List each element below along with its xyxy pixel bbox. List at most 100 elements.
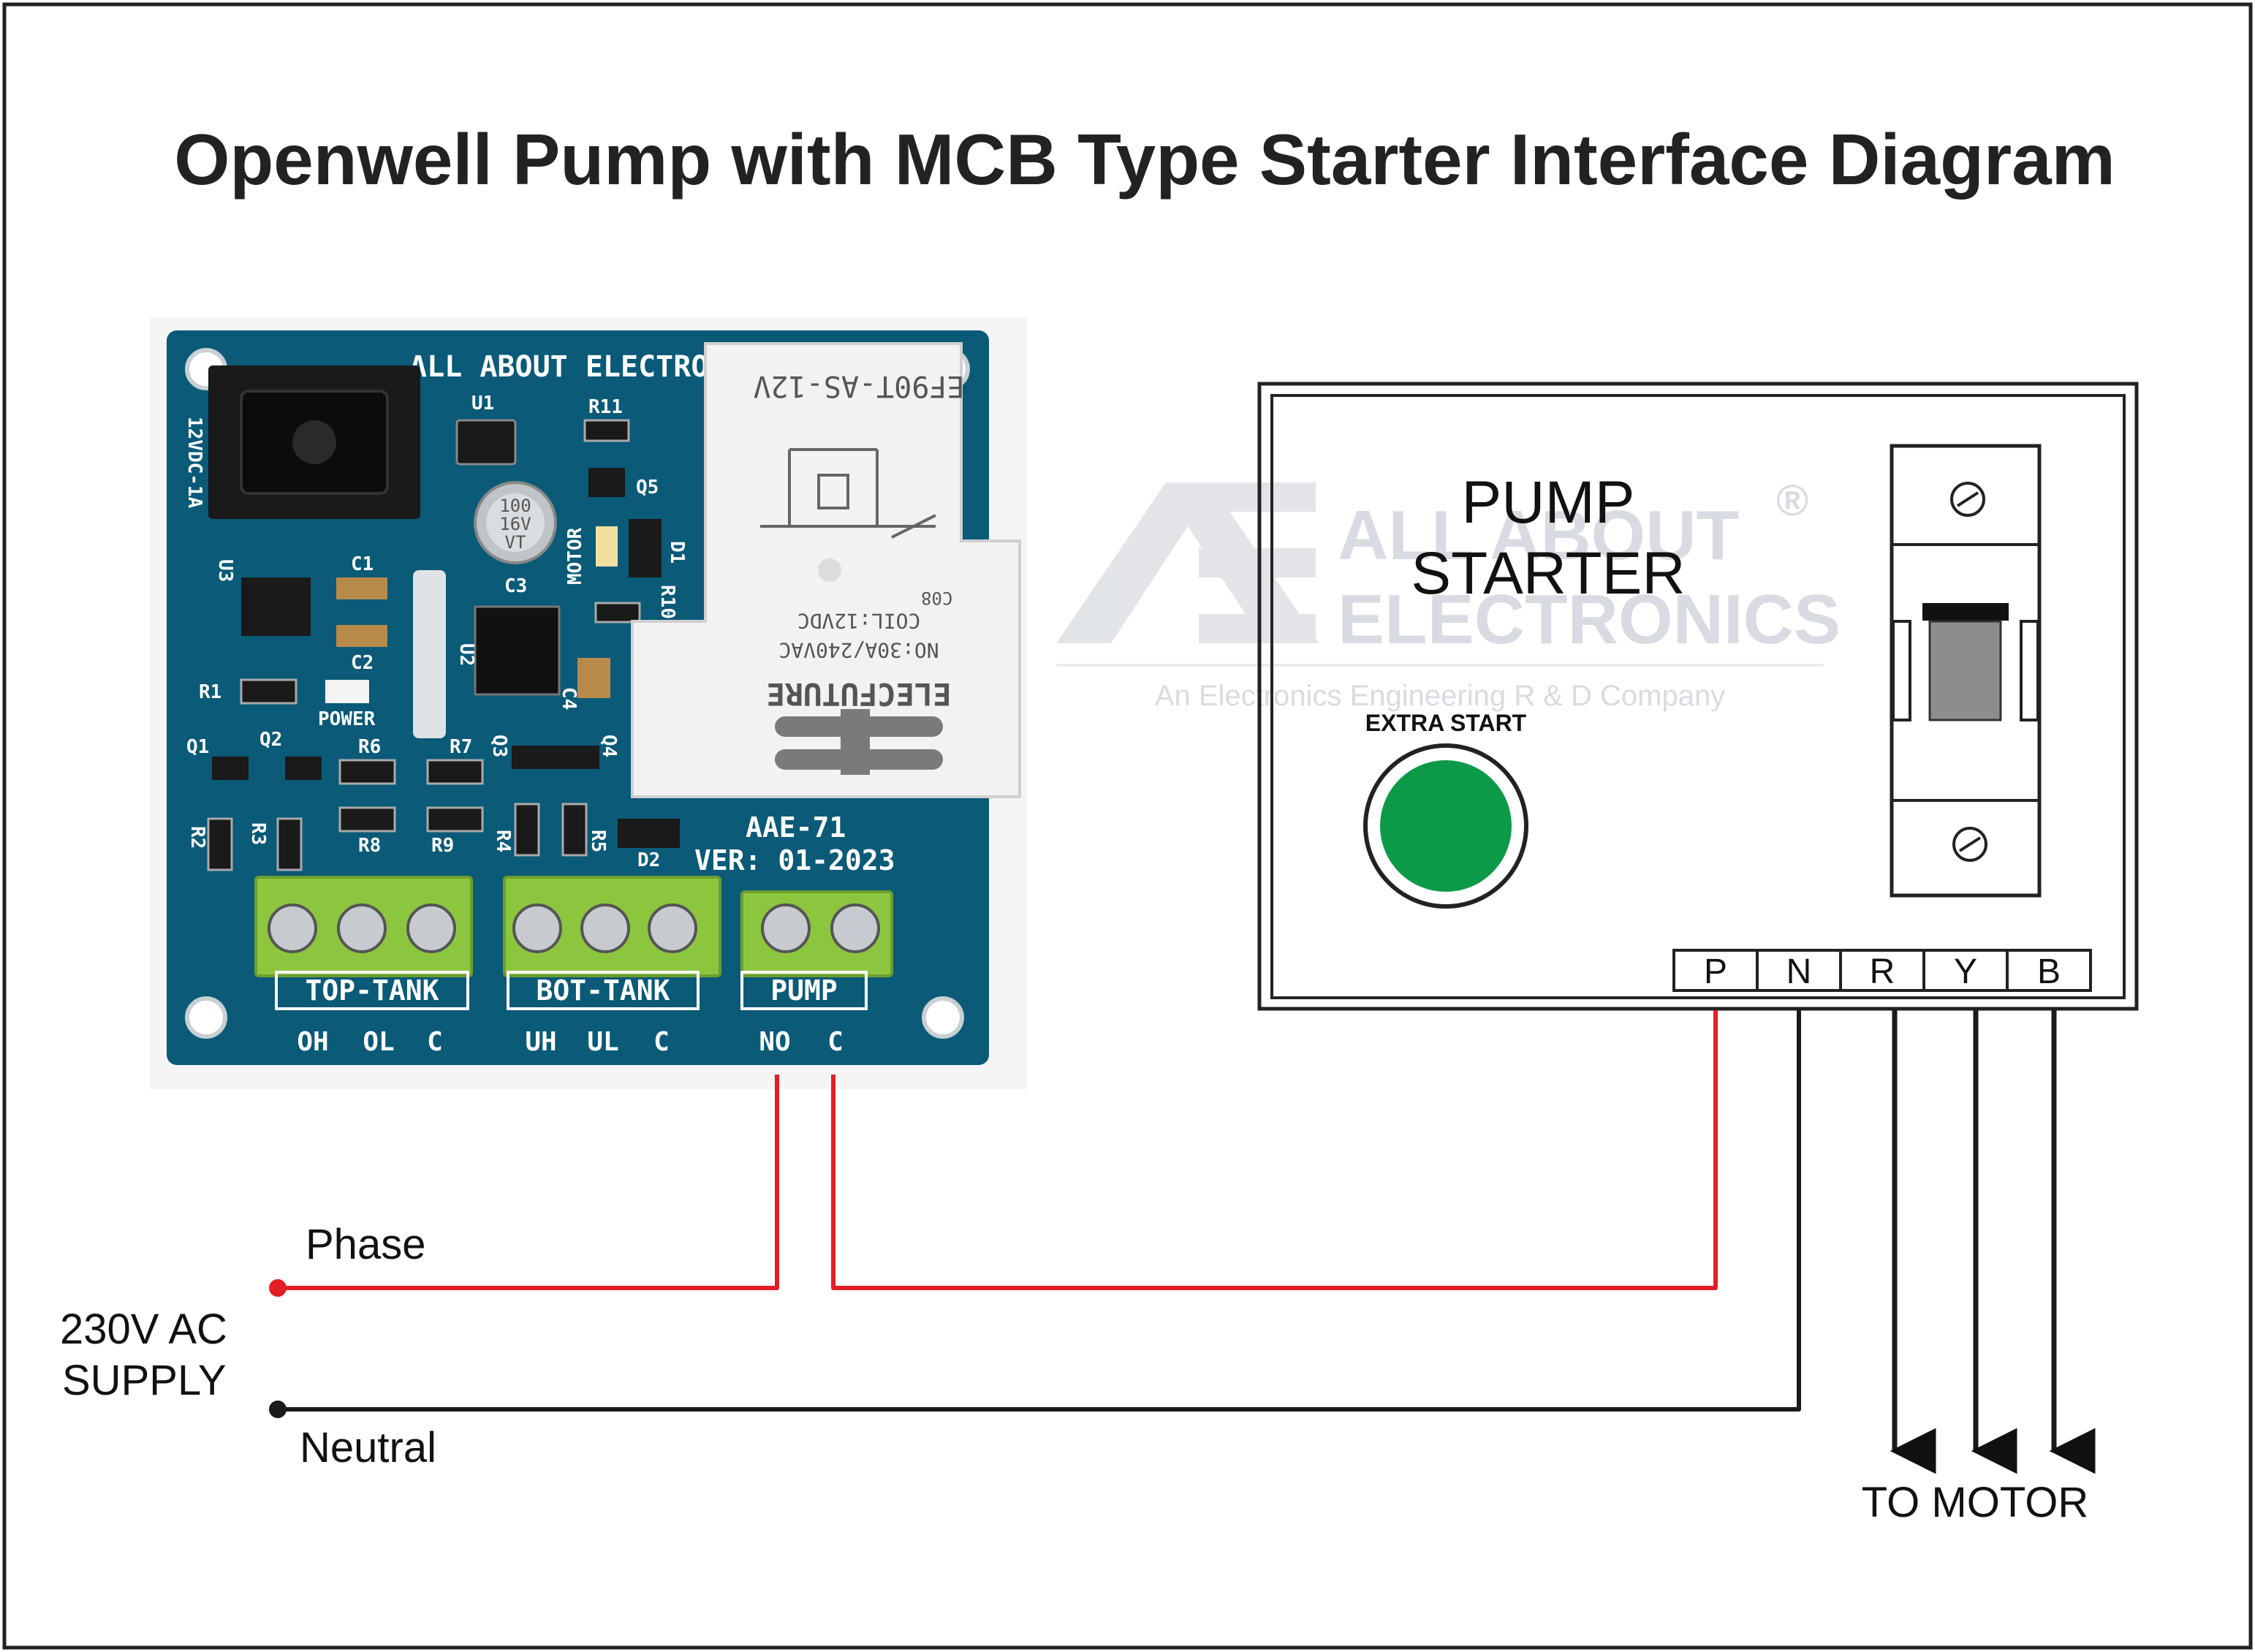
pin-label-ul: UL xyxy=(587,1027,618,1057)
resistor-r2 xyxy=(207,817,233,871)
relay: EF90T-AS-12V C08 COIL:12VDC NO:30A/240VA… xyxy=(631,342,1021,798)
board-model: AAE-71 xyxy=(746,811,846,844)
power-led xyxy=(325,680,369,703)
relay-brand-logo xyxy=(775,709,943,775)
silk-r4: R4 xyxy=(492,830,514,852)
mounting-hole xyxy=(185,996,227,1039)
starter-terminal-strip xyxy=(1672,949,2092,992)
resistor-r4 xyxy=(514,803,540,857)
silk-q5: Q5 xyxy=(636,477,659,499)
pin-label-bot-c: C xyxy=(653,1027,670,1057)
pump-label-box xyxy=(740,971,868,1010)
terminal-p: P xyxy=(1704,952,1727,991)
starter-title-line1: PUMP xyxy=(1462,469,1635,536)
board-brand-silk: ALL ABOUT ELECTRO xyxy=(409,350,708,384)
silk-r9: R9 xyxy=(431,835,454,857)
terminal-block-pump xyxy=(740,890,893,977)
wiring xyxy=(278,1010,2096,1474)
silk-q4: Q4 xyxy=(598,735,620,757)
silk-c3: C3 xyxy=(504,575,527,597)
starter-outer-box xyxy=(1257,382,2139,1011)
relay-schematic-symbol xyxy=(760,448,936,539)
bot-tank-label-box xyxy=(507,971,700,1010)
extra-start-label: EXTRA START xyxy=(1365,710,1527,736)
resistor-r6 xyxy=(338,759,396,785)
to-motor-label: TO MOTOR xyxy=(1862,1479,2088,1526)
silk-r3: R3 xyxy=(247,822,269,845)
transistor-q1 xyxy=(212,757,249,780)
resistor-r9 xyxy=(426,806,484,833)
watermark-line2: ELECTRONICS xyxy=(1338,580,1841,659)
ic-u2 xyxy=(474,605,561,696)
silk-c1: C1 xyxy=(351,553,374,575)
supply-label-line2: SUPPLY xyxy=(62,1357,227,1404)
silk-d1: D1 xyxy=(666,541,688,564)
pump-label: PUMP xyxy=(770,974,838,1007)
electrolytic-capacitor: 100 16V VT xyxy=(474,481,557,564)
watermark: ALL ABOUT ELECTRONICS ® An Electronics E… xyxy=(1056,476,1841,712)
transistor-q3 xyxy=(512,746,599,769)
phase-wire-c-to-p xyxy=(831,1010,1718,1290)
terminal-block-top-tank xyxy=(254,876,473,977)
supply-label-line1: 230V AC xyxy=(60,1306,227,1353)
relay-rating: NO:30A/240VAC xyxy=(778,638,939,662)
silk-r5: R5 xyxy=(587,830,609,852)
silk-q3: Q3 xyxy=(488,735,510,757)
pin-label-uh: UH xyxy=(525,1027,556,1057)
silk-q2: Q2 xyxy=(259,729,282,751)
silk-r6: R6 xyxy=(358,736,381,758)
silk-c4: C4 xyxy=(558,687,580,710)
svg-text:100: 100 xyxy=(499,496,531,516)
silk-r11: R11 xyxy=(588,396,623,418)
mounting-hole xyxy=(922,996,964,1039)
pin-label-top-c: C xyxy=(427,1027,443,1057)
resistor-r1 xyxy=(240,678,297,705)
capacitor-c2 xyxy=(336,625,387,647)
resistor-r3 xyxy=(276,817,303,871)
mcb-breaker[interactable] xyxy=(1890,444,2042,898)
pin-label-pump-c: C xyxy=(827,1027,844,1057)
silk-r1: R1 xyxy=(199,681,221,703)
pump-starter: PUMP STARTER EXTRA START P N xyxy=(1257,382,2139,1011)
relay-brand: ELECFUTURE xyxy=(767,676,952,712)
watermark-tagline: An Electronics Engineering R & D Company xyxy=(1155,680,1725,712)
resistor-r11 xyxy=(583,419,630,442)
silk-r10: R10 xyxy=(656,585,678,619)
svg-text:VT: VT xyxy=(505,532,526,553)
neutral-label: Neutral xyxy=(300,1424,436,1471)
terminal-block-bot-tank xyxy=(503,876,721,977)
bot-tank-label: BOT-TANK xyxy=(536,974,670,1007)
diode-d2 xyxy=(618,819,680,848)
board-version: VER: 01-2023 xyxy=(694,844,895,876)
svg-text:16V: 16V xyxy=(499,514,531,534)
resistor-r10 xyxy=(594,602,641,624)
ic-u3 xyxy=(241,577,311,636)
transistor-q5 xyxy=(588,468,625,497)
transistor-q2 xyxy=(285,757,322,780)
relay-indicator-dot xyxy=(818,558,841,582)
resistor-r5 xyxy=(561,803,588,857)
ic-u1 xyxy=(455,419,517,466)
pin-label-ol: OL xyxy=(363,1027,394,1057)
watermark-registered: ® xyxy=(1776,476,1808,525)
relay-code: C08 xyxy=(921,588,952,608)
extra-start-button[interactable] xyxy=(1380,760,1512,892)
watermark-line1: ALL ABOUT xyxy=(1338,496,1739,575)
top-tank-label: TOP-TANK xyxy=(305,974,439,1007)
power-led-label: POWER xyxy=(318,708,376,730)
neutral-wire xyxy=(278,1010,1801,1412)
silk-r2: R2 xyxy=(186,826,208,849)
power-jack-label: 12VDC-1A xyxy=(183,417,205,509)
terminal-n: N xyxy=(1786,952,1812,991)
relay-part-number: EF90T-AS-12V xyxy=(754,369,965,403)
relay-coil: COIL:12VDC xyxy=(797,609,921,633)
resistor-r7 xyxy=(426,759,484,785)
terminal-b: B xyxy=(2037,952,2061,991)
silk-u2: U2 xyxy=(455,643,477,666)
silk-q1: Q1 xyxy=(186,736,209,758)
motor-led-label: MOTOR xyxy=(564,527,586,585)
diagram-title: Openwell Pump with MCB Type Starter Inte… xyxy=(174,119,2115,200)
silk-d2: D2 xyxy=(637,849,660,871)
terminal-r: R xyxy=(1870,952,1895,991)
